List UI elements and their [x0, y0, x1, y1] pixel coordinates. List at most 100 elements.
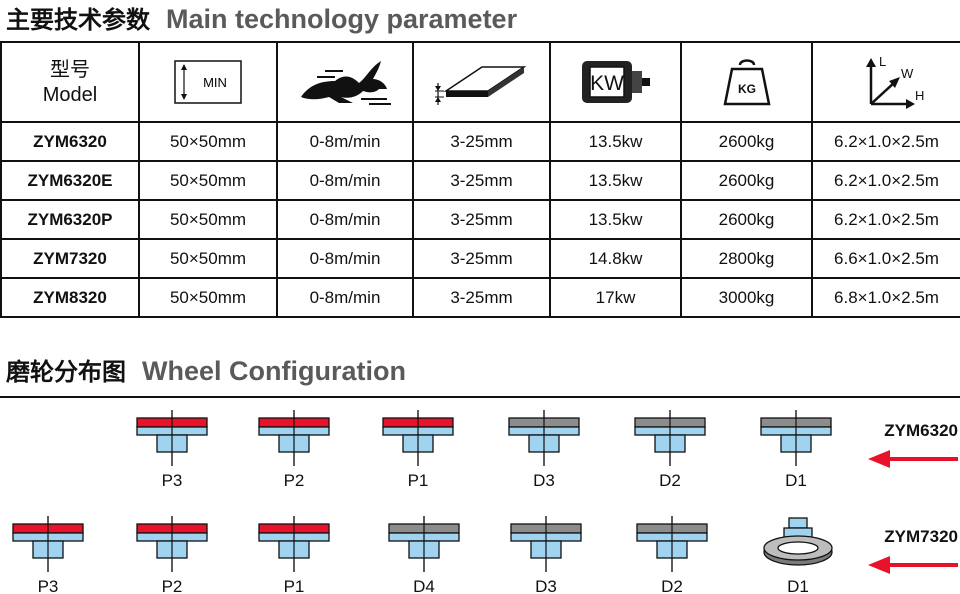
table-row: ZYM6320 50×50mm 0-8m/min 3-25mm 13.5kw 2… — [0, 121, 960, 162]
wheel-diamond-d3: D3 — [510, 516, 582, 594]
table-row: ZYM6320P 50×50mm 0-8m/min 3-25mm 13.5kw … — [0, 199, 960, 240]
wheel-diamond-d4: D4 — [388, 516, 460, 594]
model-cell: ZYM6320E — [0, 160, 140, 201]
dimension-cell: 6.2×1.0×2.5m — [811, 199, 960, 240]
model-cell: ZYM6320 — [0, 121, 140, 162]
wheel-label: D1 — [785, 471, 807, 490]
spec-heading-en: Main technology parameter — [166, 4, 518, 34]
feed-direction-arrow-icon — [868, 556, 958, 574]
wheel-label: D4 — [413, 577, 435, 594]
weight-icon: KG — [722, 59, 771, 106]
kg-icon-text: KG — [738, 82, 756, 96]
spec-heading: 主要技术参数 Main technology parameter — [6, 0, 517, 35]
thickness-cell: 3-25mm — [412, 121, 551, 162]
speed-cell: 0-8m/min — [276, 199, 414, 240]
min-icon-text: MIN — [203, 75, 227, 90]
wheel-row-model-label: ZYM7320 — [884, 527, 958, 546]
model-header-en: Model — [42, 84, 98, 106]
thickness-cell: 3-25mm — [412, 160, 551, 201]
dimension-header: L W H — [811, 41, 960, 123]
weight-cell: 2600kg — [680, 160, 813, 201]
spec-heading-cn: 主要技术参数 — [6, 6, 150, 34]
speed-cell: 0-8m/min — [276, 160, 414, 201]
spec-table: 型号 Model MIN — [0, 41, 960, 318]
size-cell: 50×50mm — [138, 238, 278, 279]
dimension-axes-icon: L W H — [865, 54, 924, 109]
thickness-cell: 3-25mm — [412, 238, 551, 279]
axis-label-h: H — [915, 88, 924, 103]
wheel-row-zym7320: P3 P2 P1 D4 D3 D2 D1 ZYM7320 — [12, 516, 958, 594]
wheel-heading-cn: 磨轮分布图 — [6, 358, 126, 386]
weight-cell: 2600kg — [680, 121, 813, 162]
spec-header-row: 型号 Model MIN — [0, 41, 960, 123]
speed-cell: 0-8m/min — [276, 238, 414, 279]
wheel-label: D2 — [659, 471, 681, 490]
power-cell: 13.5kw — [549, 160, 682, 201]
wheel-row-zym6320: P3 P2 P1 D3 D2 D1 ZYM6320 — [136, 410, 958, 490]
axis-label-l: L — [879, 54, 886, 69]
wheel-diamond-d2: D2 — [634, 410, 706, 490]
wheel-label: P1 — [284, 577, 305, 594]
thickness-header — [412, 41, 551, 123]
power-cell: 13.5kw — [549, 199, 682, 240]
wheel-label: P2 — [162, 577, 183, 594]
wheel-heading-en: Wheel Configuration — [142, 356, 406, 386]
section-divider — [0, 396, 960, 398]
wheel-cup-d1: D1 — [763, 517, 833, 594]
model-header: 型号 Model — [0, 41, 140, 123]
size-cell: 50×50mm — [138, 160, 278, 201]
size-header: MIN — [138, 41, 278, 123]
wheel-polish-p2: P2 — [136, 516, 208, 594]
power-cell: 13.5kw — [549, 121, 682, 162]
model-cell: ZYM8320 — [0, 277, 140, 318]
wheel-diamond-d3: D3 — [508, 410, 580, 490]
speed-cell: 0-8m/min — [276, 277, 414, 318]
dimension-cell: 6.2×1.0×2.5m — [811, 121, 960, 162]
wheel-diamond-d1: D1 — [760, 410, 832, 490]
power-cell: 14.8kw — [549, 238, 682, 279]
wheel-polish-p2: P2 — [258, 410, 330, 490]
rabbit-speed-icon — [301, 61, 391, 105]
model-header-cn: 型号 — [50, 57, 90, 81]
weight-header: KG — [680, 41, 813, 123]
wheel-label: D1 — [787, 577, 809, 594]
dimension-cell: 6.8×1.0×2.5m — [811, 277, 960, 318]
table-row: ZYM7320 50×50mm 0-8m/min 3-25mm 14.8kw 2… — [0, 238, 960, 279]
axis-label-w: W — [901, 66, 914, 81]
thickness-cell: 3-25mm — [412, 277, 551, 318]
wheel-polish-p3: P3 — [136, 410, 208, 490]
wheel-label: D3 — [533, 471, 555, 490]
table-row: ZYM6320E 50×50mm 0-8m/min 3-25mm 13.5kw … — [0, 160, 960, 201]
weight-cell: 3000kg — [680, 277, 813, 318]
speed-cell: 0-8m/min — [276, 121, 414, 162]
wheel-label: P3 — [38, 577, 59, 594]
dimension-cell: 6.6×1.0×2.5m — [811, 238, 960, 279]
wheel-polish-p1: P1 — [382, 410, 454, 490]
kw-icon-text: KW — [590, 72, 624, 95]
table-row: ZYM8320 50×50mm 0-8m/min 3-25mm 17kw 300… — [0, 277, 960, 318]
wheel-label: D2 — [661, 577, 683, 594]
power-cell: 17kw — [549, 277, 682, 318]
speed-header — [276, 41, 414, 123]
wheel-heading: 磨轮分布图 Wheel Configuration — [6, 352, 406, 387]
model-cell: ZYM7320 — [0, 238, 140, 279]
board-thickness-icon — [434, 66, 526, 105]
min-size-icon: MIN — [174, 60, 242, 104]
size-cell: 50×50mm — [138, 199, 278, 240]
size-cell: 50×50mm — [138, 277, 278, 318]
wheel-label: D3 — [535, 577, 557, 594]
model-cell: ZYM6320P — [0, 199, 140, 240]
wheel-polish-p3: P3 — [12, 516, 84, 594]
wheel-label: P2 — [284, 471, 305, 490]
wheel-label: P1 — [408, 471, 429, 490]
dimension-cell: 6.2×1.0×2.5m — [811, 160, 960, 201]
power-header: KW — [549, 41, 682, 123]
motor-power-icon: KW — [581, 61, 650, 103]
wheel-diamond-d2: D2 — [636, 516, 708, 594]
feed-direction-arrow-icon — [868, 450, 958, 468]
wheel-polish-p1: P1 — [258, 516, 330, 594]
wheel-label: P3 — [162, 471, 183, 490]
wheel-row-model-label: ZYM6320 — [884, 421, 958, 440]
thickness-cell: 3-25mm — [412, 199, 551, 240]
